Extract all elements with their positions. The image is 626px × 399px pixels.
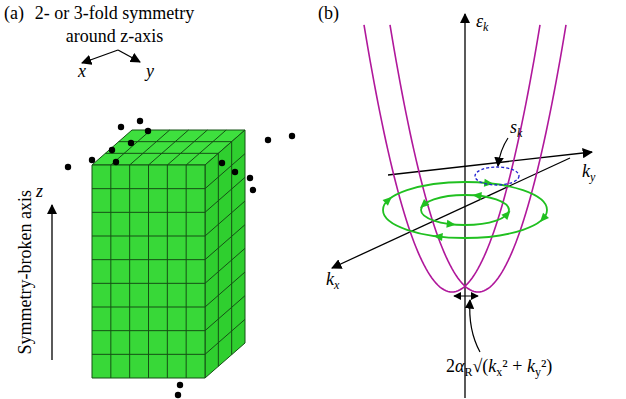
math-label: εk xyxy=(476,10,488,35)
math-label: ky xyxy=(582,160,595,185)
rashba-bands xyxy=(364,25,566,292)
math-label: 2αR√(kx² + ky²) xyxy=(446,355,552,380)
math-label: x xyxy=(78,60,86,83)
math-label: z xyxy=(36,180,43,203)
spin-circle xyxy=(475,167,519,185)
panel-label: (a) xyxy=(4,2,24,25)
axis-caption: Symmetry-broken axis xyxy=(14,190,37,354)
math-label: kx xyxy=(326,268,339,293)
atom-dots xyxy=(65,118,295,398)
math-label: 2- or 3-fold symmetry around z-axis xyxy=(22,2,207,47)
leader-line xyxy=(498,138,508,166)
axis-arrows xyxy=(52,50,140,360)
panel-label: (b) xyxy=(318,2,339,25)
momentum-axes xyxy=(332,14,592,398)
math-label: sk xyxy=(510,116,522,141)
spin-textures xyxy=(383,179,549,241)
leader-line xyxy=(470,300,480,352)
splitting-arrow xyxy=(454,296,478,297)
math-label: y xyxy=(146,60,154,83)
crystal-block xyxy=(92,130,245,378)
